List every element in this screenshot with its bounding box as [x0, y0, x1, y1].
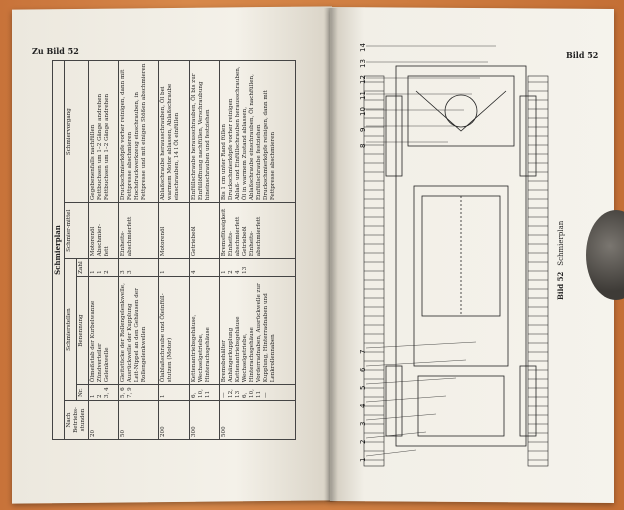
cell-lubricant: Bremsflüssigkeit Einheits-abschmierfett …	[219, 202, 296, 259]
cell-procedure: Einfüllschraube herausschrauben, Öl bis …	[189, 60, 220, 203]
col-header-nr: Nr.	[76, 384, 89, 401]
tracks	[363, 75, 549, 467]
caption-text: Schmierplan	[557, 220, 565, 266]
cell-name: Kettenantriebsgehäuse, Wechselgetriebe, …	[189, 276, 220, 385]
cell-interval: 200	[158, 400, 190, 440]
leader-lines	[365, 45, 496, 457]
cell-nr: 1	[158, 384, 190, 401]
cell-name: Ölmeßstab der Kurbelwanne Zündverteiler …	[88, 276, 119, 385]
lubrication-table-rotated: Schmierplan Nach Betriebs-stunden Schmie…	[52, 60, 296, 440]
leader-line	[365, 449, 417, 457]
cell-name: Ölablaßschraube und Öleinfüll-stutzen (M…	[158, 276, 190, 385]
col-header-procedure: Schmiervorgang	[64, 60, 89, 203]
cell-lubricant: Getriebeöl	[189, 202, 220, 259]
callout-label: 3	[359, 422, 367, 426]
cell-lubricant: Einheits-abschmierfett	[118, 202, 159, 259]
callout-label: 9	[359, 128, 367, 132]
leader-line	[365, 341, 477, 349]
col-header-interval: Nach Betriebs-stunden	[64, 400, 89, 440]
callouts-bottom: 1 2 3 4 5 6 7	[359, 350, 367, 462]
chassis-outline	[385, 65, 537, 447]
col-header-name: Benennung	[76, 276, 89, 385]
cell-count: 1	[158, 258, 190, 277]
callout-label: 6	[359, 367, 367, 372]
track-treads	[364, 81, 548, 461]
cell-count: 3 3	[118, 258, 159, 277]
table-title: Schmierplan	[52, 60, 65, 440]
cell-nr: 5, 6 7, 9	[118, 384, 159, 401]
callout-label: 11	[359, 91, 367, 100]
lubrication-table-area: Schmierplan Nach Betriebs-stunden Schmie…	[52, 60, 296, 440]
right-running-head: Bild 52	[566, 50, 599, 60]
callout-label: 14	[359, 43, 367, 52]
cell-nr: 1 2 3, 4	[88, 384, 119, 401]
cell-interval: 300	[189, 400, 220, 440]
callout-label: 8	[359, 144, 367, 148]
callout-label: 13	[359, 59, 367, 68]
caption-number: Bild 52	[556, 271, 565, 300]
cell-procedure: Bis 1 cm unter Rand füllen Druckschmierk…	[219, 60, 296, 203]
cell-count: 4	[189, 258, 220, 277]
col-header-count: Zahl	[76, 258, 89, 277]
col-header-lubricant: Schmier-mittel	[64, 202, 89, 259]
callout-label: 4	[359, 403, 367, 408]
cell-interval: 500	[219, 400, 296, 440]
callout-label: 7	[359, 350, 367, 354]
callout-label: 2	[359, 440, 367, 444]
cell-count: 1 2 4 13	[219, 258, 296, 277]
leader-line	[365, 395, 447, 403]
table-row: 500— 12, 13 6, 10, 11 —Bremsbehälter Anh…	[219, 60, 296, 440]
book-gutter	[324, 8, 338, 502]
left-running-head: Zu Bild 52	[32, 46, 79, 56]
cell-procedure: Gegebenenfalls nachfüllen Fettbuchsen um…	[88, 60, 119, 203]
cell-name: Bremsbehälter Anhängerkupplung Kettenant…	[219, 276, 296, 385]
callouts-top: 14 13 12 11 10 9 8	[359, 43, 367, 148]
cell-nr: 6, 10, 11	[189, 384, 220, 401]
callout-label: 12	[359, 75, 367, 84]
callout-label: 1	[359, 458, 367, 462]
leader-line	[365, 431, 427, 439]
leader-line	[365, 413, 437, 421]
cell-count: 1 1 2	[88, 258, 119, 277]
cell-lubricant: Motorenöl	[158, 202, 190, 259]
leader-line	[365, 377, 457, 385]
cell-lubricant: Motorenöl Abschmier- fett	[88, 202, 119, 259]
cell-nr: — 12, 13 6, 10, 11 —	[219, 384, 296, 401]
cell-procedure: Druckschmierköpfe vorher reinigen, dann …	[118, 60, 159, 203]
callout-label: 10	[359, 107, 367, 116]
cell-name: Gleitstücke der Rollengelenkwelle, Ausrü…	[118, 276, 159, 385]
cell-interval: 20	[88, 400, 119, 440]
cell-procedure: Ablaßschraube herausschrauben, Öl bei wa…	[158, 60, 190, 203]
leader-line	[365, 359, 467, 367]
lubrication-table: Schmierplan Nach Betriebs-stunden Schmie…	[52, 60, 296, 440]
callout-label: 5	[359, 386, 367, 390]
cell-interval: 50	[118, 400, 159, 440]
open-book	[12, 6, 614, 504]
figure-caption: Bild 52 Schmierplan	[556, 221, 565, 300]
col-header-points: Schmierstellen	[64, 258, 77, 401]
